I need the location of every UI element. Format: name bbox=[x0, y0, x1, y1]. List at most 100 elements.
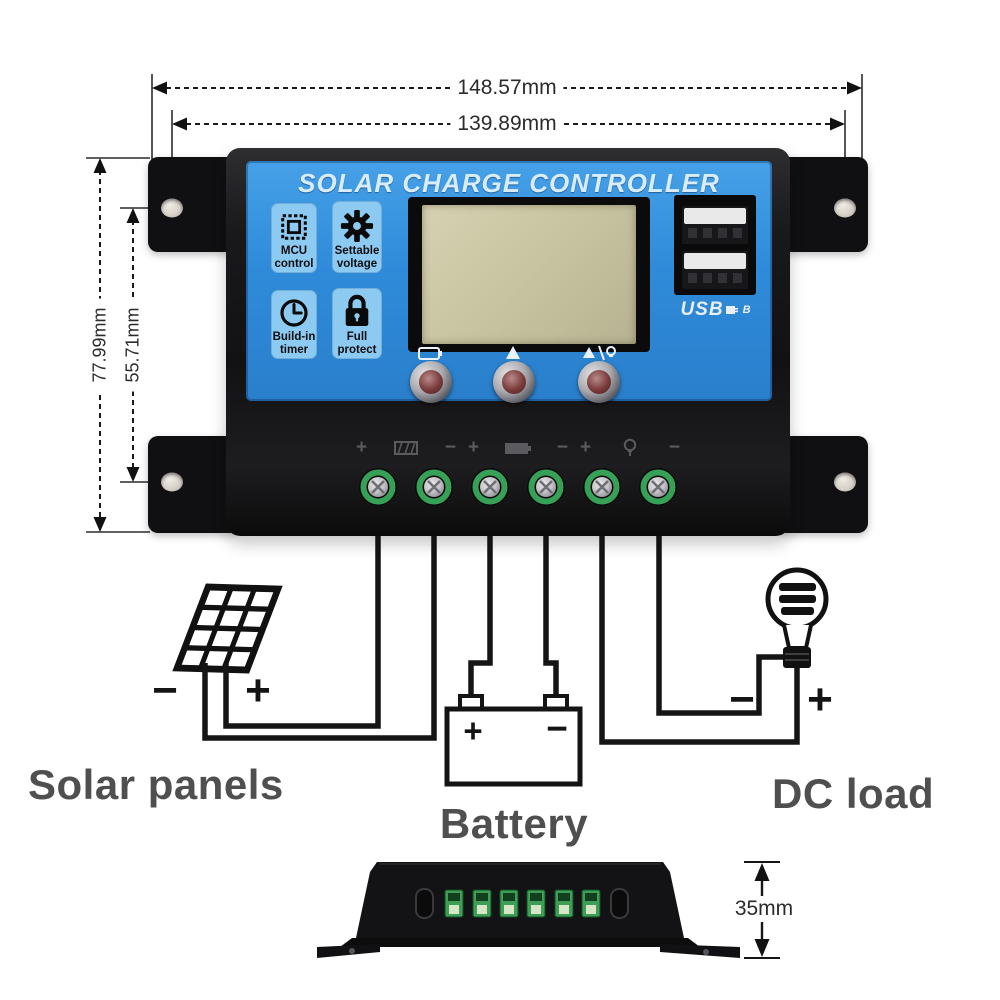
usb-port-block bbox=[674, 195, 756, 295]
usb-tongue bbox=[684, 208, 746, 224]
usb-pin bbox=[688, 273, 697, 283]
menu-button[interactable] bbox=[410, 361, 452, 403]
mounting-ear-top-left bbox=[148, 157, 240, 252]
usb-tongue bbox=[684, 253, 746, 269]
feature-label: Settable voltage bbox=[334, 245, 380, 270]
feature-badge-protect: Full protect bbox=[332, 288, 382, 359]
usb-pin bbox=[718, 273, 727, 283]
usb-pin bbox=[733, 273, 742, 283]
dc-load-label: DC load bbox=[772, 770, 935, 817]
clock-icon bbox=[280, 299, 308, 327]
minus-sign: − bbox=[668, 437, 680, 458]
mounting-hole bbox=[161, 472, 183, 492]
terminal-screw[interactable] bbox=[415, 468, 453, 506]
side-base bbox=[340, 938, 700, 947]
light-bulb-icon bbox=[765, 567, 829, 668]
usb-pin bbox=[733, 228, 742, 238]
battery-plus-sign: + bbox=[463, 712, 483, 749]
dim-left-outer: 77.99mm bbox=[89, 298, 111, 392]
extension-lines bbox=[86, 74, 863, 533]
usb-pin bbox=[703, 273, 712, 283]
usb-pin bbox=[688, 228, 697, 238]
plus-sign: + bbox=[468, 437, 480, 458]
dim-top-outer: 148.57mm bbox=[450, 76, 564, 100]
up-button[interactable] bbox=[493, 361, 535, 403]
terminal-block bbox=[444, 889, 464, 918]
side-slot-left bbox=[415, 888, 434, 919]
controller-title: SOLAR CHARGE CONTROLLER bbox=[298, 168, 720, 198]
dimension-dashed-lines bbox=[99, 87, 848, 520]
controller-face-panel bbox=[246, 161, 772, 401]
solar-minus-sign: − bbox=[152, 666, 178, 715]
side-terminal-blocks bbox=[444, 889, 601, 918]
wire-solar-minus bbox=[202, 530, 437, 741]
bulb-icon bbox=[623, 438, 637, 456]
terminal-screw[interactable] bbox=[527, 468, 565, 506]
up-arrow-lamp-icon bbox=[583, 345, 616, 361]
button-cap bbox=[587, 370, 611, 394]
dim-top-inner: 139.89mm bbox=[450, 112, 564, 136]
side-body bbox=[356, 862, 684, 938]
mounting-ear-top-right bbox=[776, 157, 868, 252]
usb-port[interactable] bbox=[682, 251, 748, 289]
terminal-block bbox=[472, 889, 492, 918]
usb-pin bbox=[718, 228, 727, 238]
plus-sign: + bbox=[580, 437, 592, 458]
lcd-frame bbox=[408, 197, 650, 352]
button-cap bbox=[419, 370, 443, 394]
terminal-screw[interactable] bbox=[583, 468, 621, 506]
battery-label: Battery bbox=[439, 800, 589, 847]
controller-body bbox=[226, 148, 790, 536]
terminal-block bbox=[499, 889, 519, 918]
up-arrow-icon bbox=[506, 346, 520, 359]
terminal-block bbox=[554, 889, 574, 918]
solar-plus-sign: + bbox=[245, 666, 271, 715]
lcd-screen bbox=[422, 205, 636, 344]
minus-sign: − bbox=[556, 437, 568, 458]
terminal-group-label-battery: + − bbox=[468, 437, 568, 459]
usb-plug-icon bbox=[725, 306, 738, 314]
side-foot-right bbox=[660, 944, 740, 958]
foot-screw bbox=[703, 949, 709, 955]
terminal-group-label-load: + − bbox=[580, 437, 680, 459]
dim-side-height: 35mm bbox=[727, 897, 801, 921]
plus-sign: + bbox=[356, 437, 368, 458]
terminal-block bbox=[526, 889, 546, 918]
mounting-ear-bottom-left bbox=[148, 436, 240, 533]
solar-panel-icon bbox=[172, 583, 283, 674]
solar-panels-label: Solar panels bbox=[28, 761, 284, 808]
usb-port[interactable] bbox=[682, 206, 748, 244]
wire-load-plus bbox=[599, 530, 800, 745]
terminal-screw[interactable] bbox=[471, 468, 509, 506]
terminal-screw[interactable] bbox=[639, 468, 677, 506]
load-plus-sign: + bbox=[807, 675, 833, 724]
mounting-ear-bottom-right bbox=[776, 436, 868, 533]
mounting-hole bbox=[834, 472, 856, 492]
down-lamp-button[interactable] bbox=[578, 361, 620, 403]
terminal-screw-row bbox=[359, 468, 677, 506]
terminal-screw[interactable] bbox=[359, 468, 397, 506]
button-cap bbox=[502, 370, 526, 394]
mcu-chip-icon bbox=[281, 214, 307, 240]
battery-indicator-icon bbox=[418, 347, 442, 360]
wire-battery-minus bbox=[543, 530, 559, 700]
load-minus-sign: − bbox=[729, 675, 755, 724]
wire-load-minus bbox=[656, 530, 786, 716]
wires bbox=[202, 530, 800, 745]
feature-label: Build-in timer bbox=[272, 331, 316, 356]
feature-badge-timer: Build-in timer bbox=[271, 290, 317, 359]
terminal-block bbox=[581, 889, 601, 918]
battery-icon bbox=[505, 443, 531, 454]
dimension-arrowheads bbox=[93, 81, 862, 532]
feature-label: MCU control bbox=[274, 245, 314, 270]
padlock-icon bbox=[345, 295, 369, 327]
usb-logo-suffix: B bbox=[742, 304, 752, 316]
usb-pin bbox=[703, 228, 712, 238]
usb-logo: USB B bbox=[676, 299, 756, 321]
